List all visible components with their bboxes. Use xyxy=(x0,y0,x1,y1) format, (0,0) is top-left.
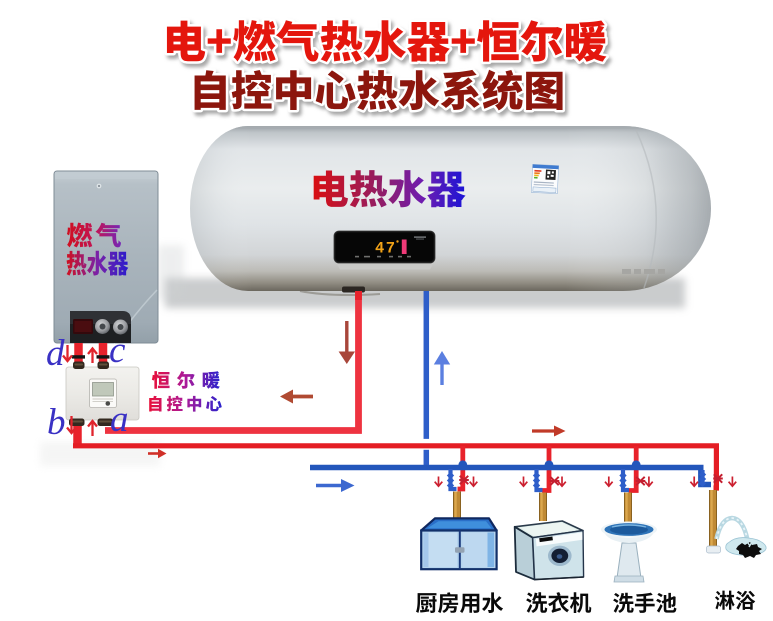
svg-text:47: 47 xyxy=(375,240,397,258)
svg-text:a: a xyxy=(110,399,129,440)
svg-text:c: c xyxy=(109,330,126,371)
svg-text:d: d xyxy=(46,333,65,374)
svg-text:b: b xyxy=(47,402,66,443)
